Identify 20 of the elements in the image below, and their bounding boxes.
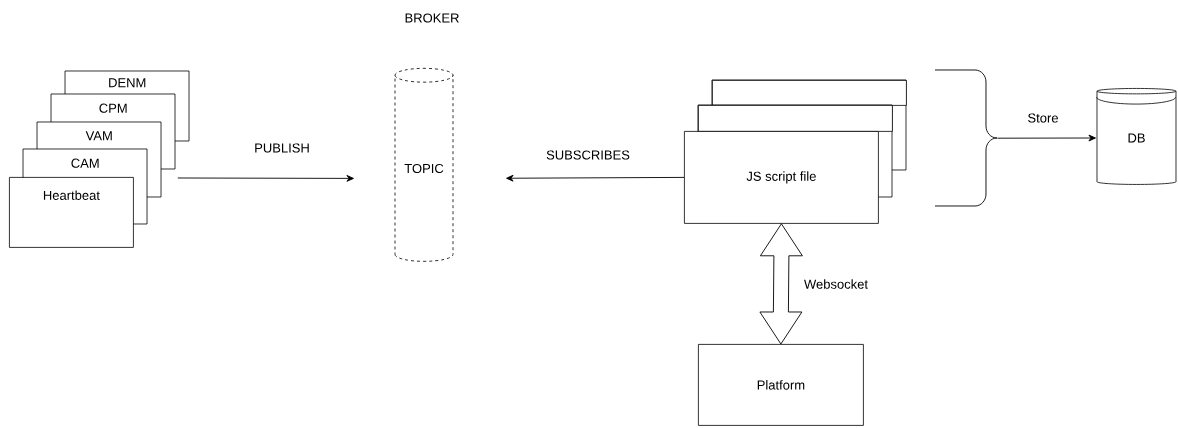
topic-cylinder: TOPIC [394, 67, 454, 262]
heading-label: BROKER [405, 13, 459, 23]
card-label: CPM [99, 103, 127, 113]
edge-label: SUBSCRIBES [545, 149, 631, 161]
stacked-card [698, 105, 893, 132]
edge-label: Store [1026, 112, 1060, 124]
database-cylinder: DB [1096, 88, 1177, 185]
edge-label: Websocket [802, 278, 870, 290]
arrow [996, 134, 1096, 142]
process-box: Heartbeat [9, 177, 134, 248]
arrow [506, 174, 685, 182]
curly-brace [934, 69, 998, 207]
edge-label: PUBLISH [253, 142, 311, 154]
card-label: CAM [71, 158, 99, 168]
card-label: DENM [109, 78, 146, 88]
process-box: Platform [698, 344, 864, 426]
card-label: VAM [85, 131, 112, 141]
stacked-card [712, 80, 907, 106]
block-arrow [759, 223, 803, 345]
arrow [177, 175, 354, 182]
